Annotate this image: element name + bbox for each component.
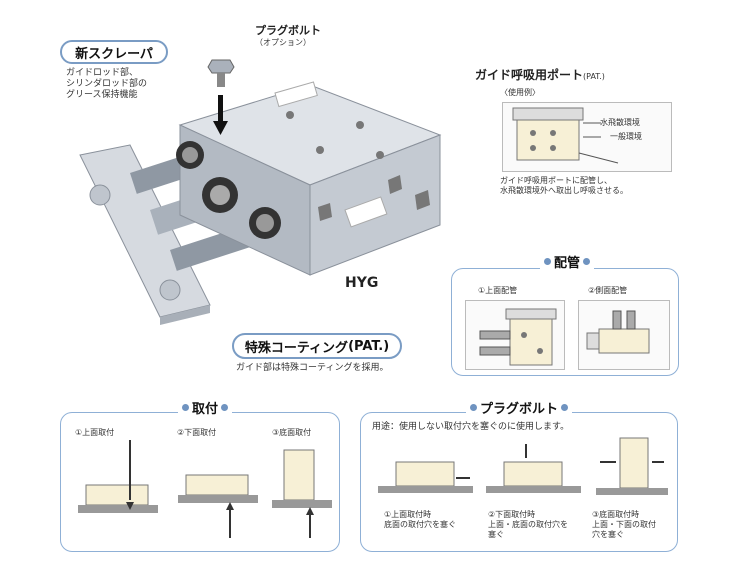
usage-example-figure	[502, 102, 672, 172]
usage-note-line: 水飛散環境外へ取出し呼吸させる。	[500, 186, 628, 195]
guide-port-label: ガイド呼吸用ポート	[475, 68, 584, 82]
mounting-figure-top	[78, 440, 158, 540]
plugbolt-item-1: ①上面取付時 底面の取付穴を塞ぐ	[384, 510, 484, 530]
mounting-item-label: ③底面取付	[272, 428, 312, 437]
scraper-title: 新スクレーパ	[75, 46, 153, 62]
mounting-title-text: 取付	[192, 402, 219, 417]
plugbolt-title: プラグボルト	[466, 398, 573, 417]
plugbolt-item-label: ①上面取付時	[384, 510, 432, 519]
bullet-icon	[583, 258, 591, 265]
scraper-description: ガイドロッド部、 シリンダロッド部の グリース保持機能	[66, 68, 176, 101]
mounting-title: 取付	[178, 398, 233, 417]
usage-note-line: ガイド呼吸用ポートに配管し、	[500, 176, 612, 185]
usage-label-general: 一般環境	[610, 132, 642, 141]
piping-top-label: ①上面配管	[478, 286, 518, 295]
piping-title-text: 配管	[554, 256, 581, 271]
plugbolt-title-text: プラグボルト	[480, 402, 559, 417]
mounting-item-label: ②下面取付	[177, 428, 217, 437]
plug-bolt-callout: プラグボルト （オプション）	[255, 22, 350, 48]
scraper-desc-line: ガイドロッド部、	[66, 68, 139, 78]
plugbolt-item-desc: 上面・底面の取付穴を	[488, 520, 568, 529]
plug-bolt-label: プラグボルト	[255, 24, 321, 37]
plugbolt-item-desc: 底面の取付穴を塞ぐ	[384, 520, 456, 529]
bullet-icon	[561, 404, 569, 411]
mounting-figure-bottom	[178, 440, 258, 540]
coating-callout: 特殊コーティング(PAT.)	[232, 333, 402, 359]
piping-side-label: ②側面配管	[588, 286, 628, 295]
scraper-desc-line: シリンダロッド部の	[66, 79, 148, 89]
coating-description: ガイド部は特殊コーティングを採用。	[236, 363, 389, 373]
bullet-icon	[182, 404, 189, 411]
bullet-icon	[221, 404, 229, 411]
plugbolt-figure-1	[378, 442, 473, 504]
piping-top-figure	[465, 300, 565, 370]
usage-example-label: 〈使用例〉	[500, 88, 540, 97]
model-label: HYG	[345, 275, 379, 291]
plugbolt-item-2: ②下面取付時 上面・底面の取付穴を 塞ぐ	[488, 510, 588, 540]
usage-note: ガイド呼吸用ポートに配管し、 水飛散環境外へ取出し呼吸させる。	[500, 176, 700, 196]
guide-port-pat: (PAT.)	[583, 72, 605, 81]
plugbolt-figure-3	[596, 432, 668, 504]
plugbolt-figure-2	[486, 442, 581, 504]
bullet-icon	[544, 258, 551, 265]
plugbolt-item-label: ③底面取付時	[592, 510, 640, 519]
piping-side-figure	[578, 300, 670, 370]
product-illustration	[60, 55, 460, 330]
scraper-callout: 新スクレーパ	[60, 40, 168, 64]
piping-title: 配管	[540, 252, 595, 271]
plugbolt-item-3: ③底面取付時 上面・下面の取付 穴を塞ぐ	[592, 510, 676, 540]
mounting-figure-base	[272, 440, 332, 540]
coating-title: 特殊コーティング	[244, 340, 349, 356]
scraper-desc-line: グリース保持機能	[66, 90, 138, 100]
coating-pat: (PAT.)	[348, 338, 390, 354]
mounting-item-label: ①上面取付	[75, 428, 115, 437]
plugbolt-usage: 用途：使用しない取付穴を塞ぐのに使用します。	[372, 422, 570, 432]
bullet-icon	[470, 404, 477, 411]
plugbolt-item-desc: 穴を塞ぐ	[592, 530, 624, 539]
plugbolt-item-label: ②下面取付時	[488, 510, 536, 519]
guide-port-callout: ガイド呼吸用ポート(PAT.)	[475, 66, 675, 83]
plugbolt-item-desc: 塞ぐ	[488, 530, 504, 539]
plugbolt-item-desc: 上面・下面の取付	[592, 520, 656, 529]
plug-bolt-option: （オプション）	[255, 38, 311, 47]
usage-label-water: 水飛散環境	[600, 118, 640, 127]
